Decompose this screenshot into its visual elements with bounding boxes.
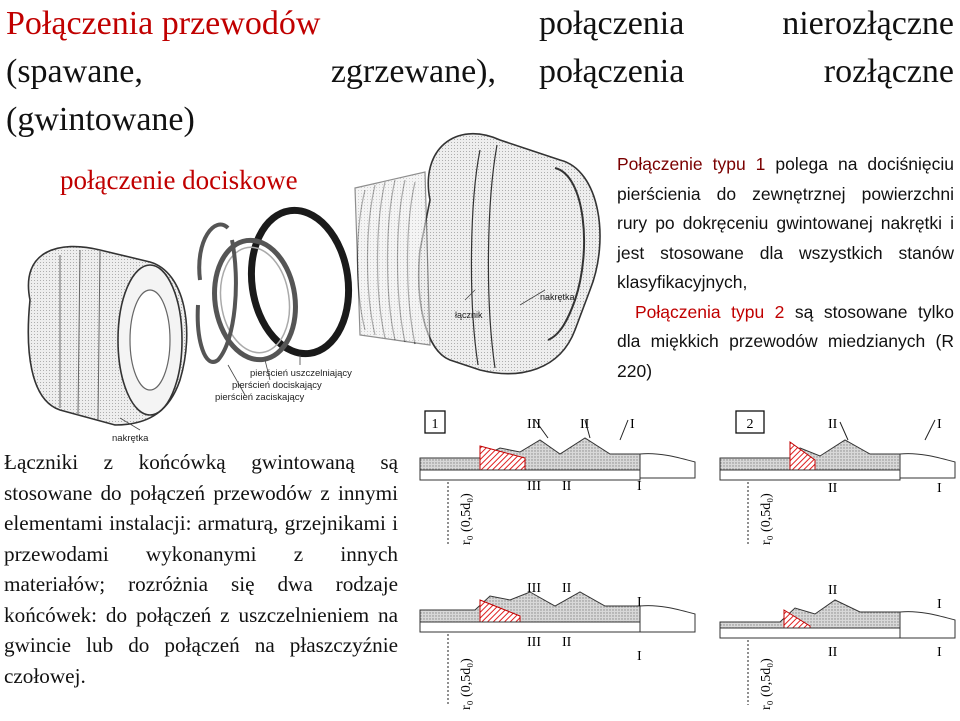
formula: r₀ (0,5d₀) — [759, 493, 774, 545]
diagram-type2-bottom: II I II I r₀ (0,5d₀) — [719, 583, 956, 710]
formula: r₀ (0,5d₀) — [759, 658, 774, 710]
title-word: nierozłączne — [782, 5, 954, 42]
title-line-1: Połączenia przewodów połączenia nierozłą… — [6, 0, 954, 48]
formula: r₀ (0,5d₀) — [459, 493, 474, 545]
roman-II: II — [562, 581, 572, 596]
type2-paragraph: Połączenia typu 2 są stosowane tylko dla… — [617, 298, 954, 387]
roman-II: II — [562, 635, 572, 650]
roman-I: I — [637, 595, 642, 610]
slide-title: Połączenia przewodów połączenia nierozłą… — [6, 0, 954, 144]
label-ring3: pierścień zaciskający — [215, 392, 304, 403]
roman-III: III — [527, 581, 541, 596]
label-lacznik: łącznik — [455, 310, 483, 320]
section-diagrams: 1 2 III II I III II I r₀ (0,5d₀) — [419, 410, 956, 710]
label-nakretka: nakrętka — [540, 292, 575, 302]
roman-III: III — [527, 479, 541, 494]
diagram-type2-top: II I II I r₀ (0,5d₀) — [719, 417, 956, 545]
sealing-ring — [247, 206, 353, 358]
roman-I: I — [937, 417, 942, 432]
roman-II: II — [828, 481, 838, 496]
title-line-2: (spawane, zgrzewane), połączenia rozłącz… — [6, 48, 954, 96]
title-line-3: (gwintowane) — [6, 96, 954, 144]
title-word: zgrzewane), — [330, 53, 496, 90]
title-line2-left: (spawane, zgrzewane), — [6, 48, 496, 96]
diagram-type1-top: III II I III II I r₀ (0,5d₀) — [419, 417, 696, 545]
label-ring2: pierścień dociskający — [232, 380, 322, 391]
title-word: (spawane, — [6, 53, 143, 90]
roman-III: III — [527, 417, 541, 432]
roman-I: I — [630, 417, 635, 432]
type2-text: są stosowane tylko dla miękkich przewodó… — [617, 301, 954, 381]
roman-II: II — [562, 479, 572, 494]
roman-I: I — [937, 597, 942, 612]
title-line2-right: połączenia rozłączne — [539, 48, 954, 96]
type1-text: polega na dociśnięciu pierścienia do zew… — [617, 154, 954, 292]
title-word: rozłączne — [823, 53, 954, 90]
description: Połączenie typu 1 polega na dociśnięciu … — [617, 150, 954, 386]
union-body — [354, 132, 601, 375]
fitting-illustration: nakrętka łącznik pierścień uszczelniając… — [27, 132, 601, 444]
roman-II: II — [828, 417, 838, 432]
roman-I: I — [937, 645, 942, 660]
roman-I: I — [637, 479, 642, 494]
diagram-type1-bottom: III II I III II I r₀ (0,5d₀) — [419, 581, 696, 710]
formula: r₀ (0,5d₀) — [459, 658, 474, 710]
roman-I: I — [637, 649, 642, 664]
nut — [27, 245, 188, 426]
roman-III: III — [527, 635, 541, 650]
connectors-paragraph: Łączniki z końcówką gwintowaną są stosow… — [4, 450, 398, 688]
type1-number: 1 — [432, 417, 439, 432]
roman-I: I — [937, 481, 942, 496]
label-ring1: pierścień uszczelniający — [250, 368, 352, 379]
type1-lead: Połączenie typu 1 — [617, 154, 766, 174]
title-red-text: Połączenia przewodów — [6, 5, 321, 42]
subtitle: połączenie dociskowe — [60, 165, 298, 195]
type2-number: 2 — [747, 417, 754, 432]
type2-box — [735, 410, 765, 434]
title-word: połączenia — [539, 53, 685, 90]
title-word: połączenia — [539, 5, 685, 42]
title-word: (gwintowane) — [6, 101, 195, 138]
label-nakretka-bottom: nakrętka — [112, 433, 149, 444]
roman-II: II — [828, 583, 838, 598]
title-line1-right: połączenia nierozłączne — [539, 0, 954, 48]
clamping-ring — [195, 222, 238, 364]
type1-box — [424, 410, 446, 434]
type2-lead: Połączenia typu 2 — [635, 301, 785, 322]
roman-II: II — [828, 645, 838, 660]
pressing-ring — [212, 237, 298, 363]
roman-II: II — [580, 417, 590, 432]
